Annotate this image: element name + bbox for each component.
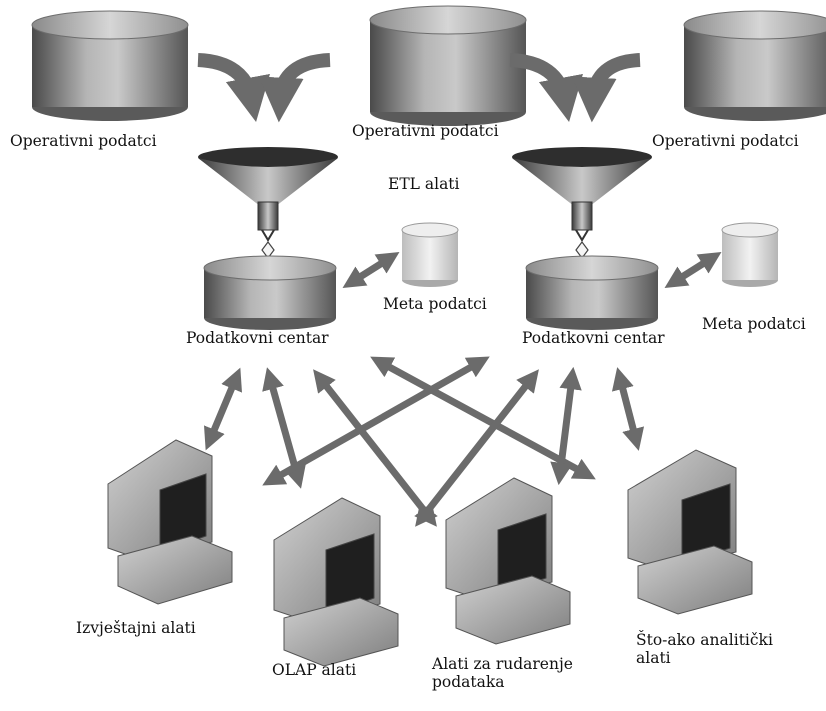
source-db-2 (369, 5, 527, 126)
client-label-whatif: Što-ako analitički alati (636, 631, 773, 667)
client-label-reporting: Izvještajni alati (76, 619, 196, 637)
meta-arrows (342, 252, 722, 288)
client-label-olap: OLAP alati (272, 661, 357, 679)
source-label-3: Operativni podatci (652, 132, 799, 150)
curved-arrows-left (197, 53, 331, 123)
etl-label: ETL alati (388, 175, 460, 193)
warehouse-db-right (525, 255, 659, 330)
computer-olap (273, 497, 399, 667)
meta-db-right (721, 222, 779, 287)
client-label-mining: Alati za rudarenje podataka (432, 655, 573, 691)
warehouse-db-left (203, 255, 337, 330)
source-db-3 (683, 10, 826, 121)
computer-whatif (627, 449, 753, 615)
meta-label-right: Meta podatci (702, 315, 806, 333)
source-label-1: Operativni podatci (10, 132, 157, 150)
distribution-arrows (204, 356, 645, 527)
meta-label-left: Meta podatci (383, 295, 487, 313)
computer-mining (445, 477, 571, 645)
computer-reporting (107, 439, 233, 605)
curved-arrows-right (509, 53, 641, 123)
warehouse-label-left: Podatkovni centar (186, 329, 329, 347)
etl-funnel-right (512, 147, 652, 259)
warehouse-label-right: Podatkovni centar (522, 329, 665, 347)
etl-funnel-left (198, 147, 338, 259)
source-label-2: Operativni podatci (352, 122, 499, 140)
meta-db-left (401, 222, 459, 287)
source-db-1 (31, 10, 189, 121)
